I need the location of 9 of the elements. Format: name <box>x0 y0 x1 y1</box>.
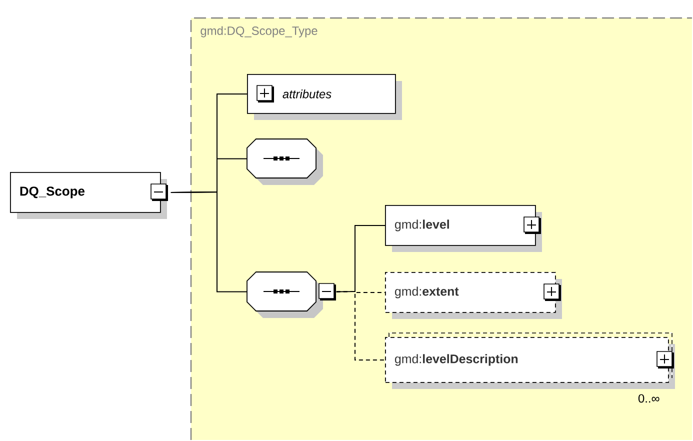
element-box: gmd:levelDescription <box>385 332 675 389</box>
sequence-compositor <box>246 138 323 185</box>
occurrence-label: 0..∞ <box>638 394 660 403</box>
element-box: gmd:level <box>385 205 542 252</box>
element-box: DQ_Scope <box>10 172 167 219</box>
connector <box>336 290 386 360</box>
connector <box>170 192 248 292</box>
attributes-box: attributes <box>247 74 402 120</box>
element-box: gmd:extent <box>385 272 562 319</box>
